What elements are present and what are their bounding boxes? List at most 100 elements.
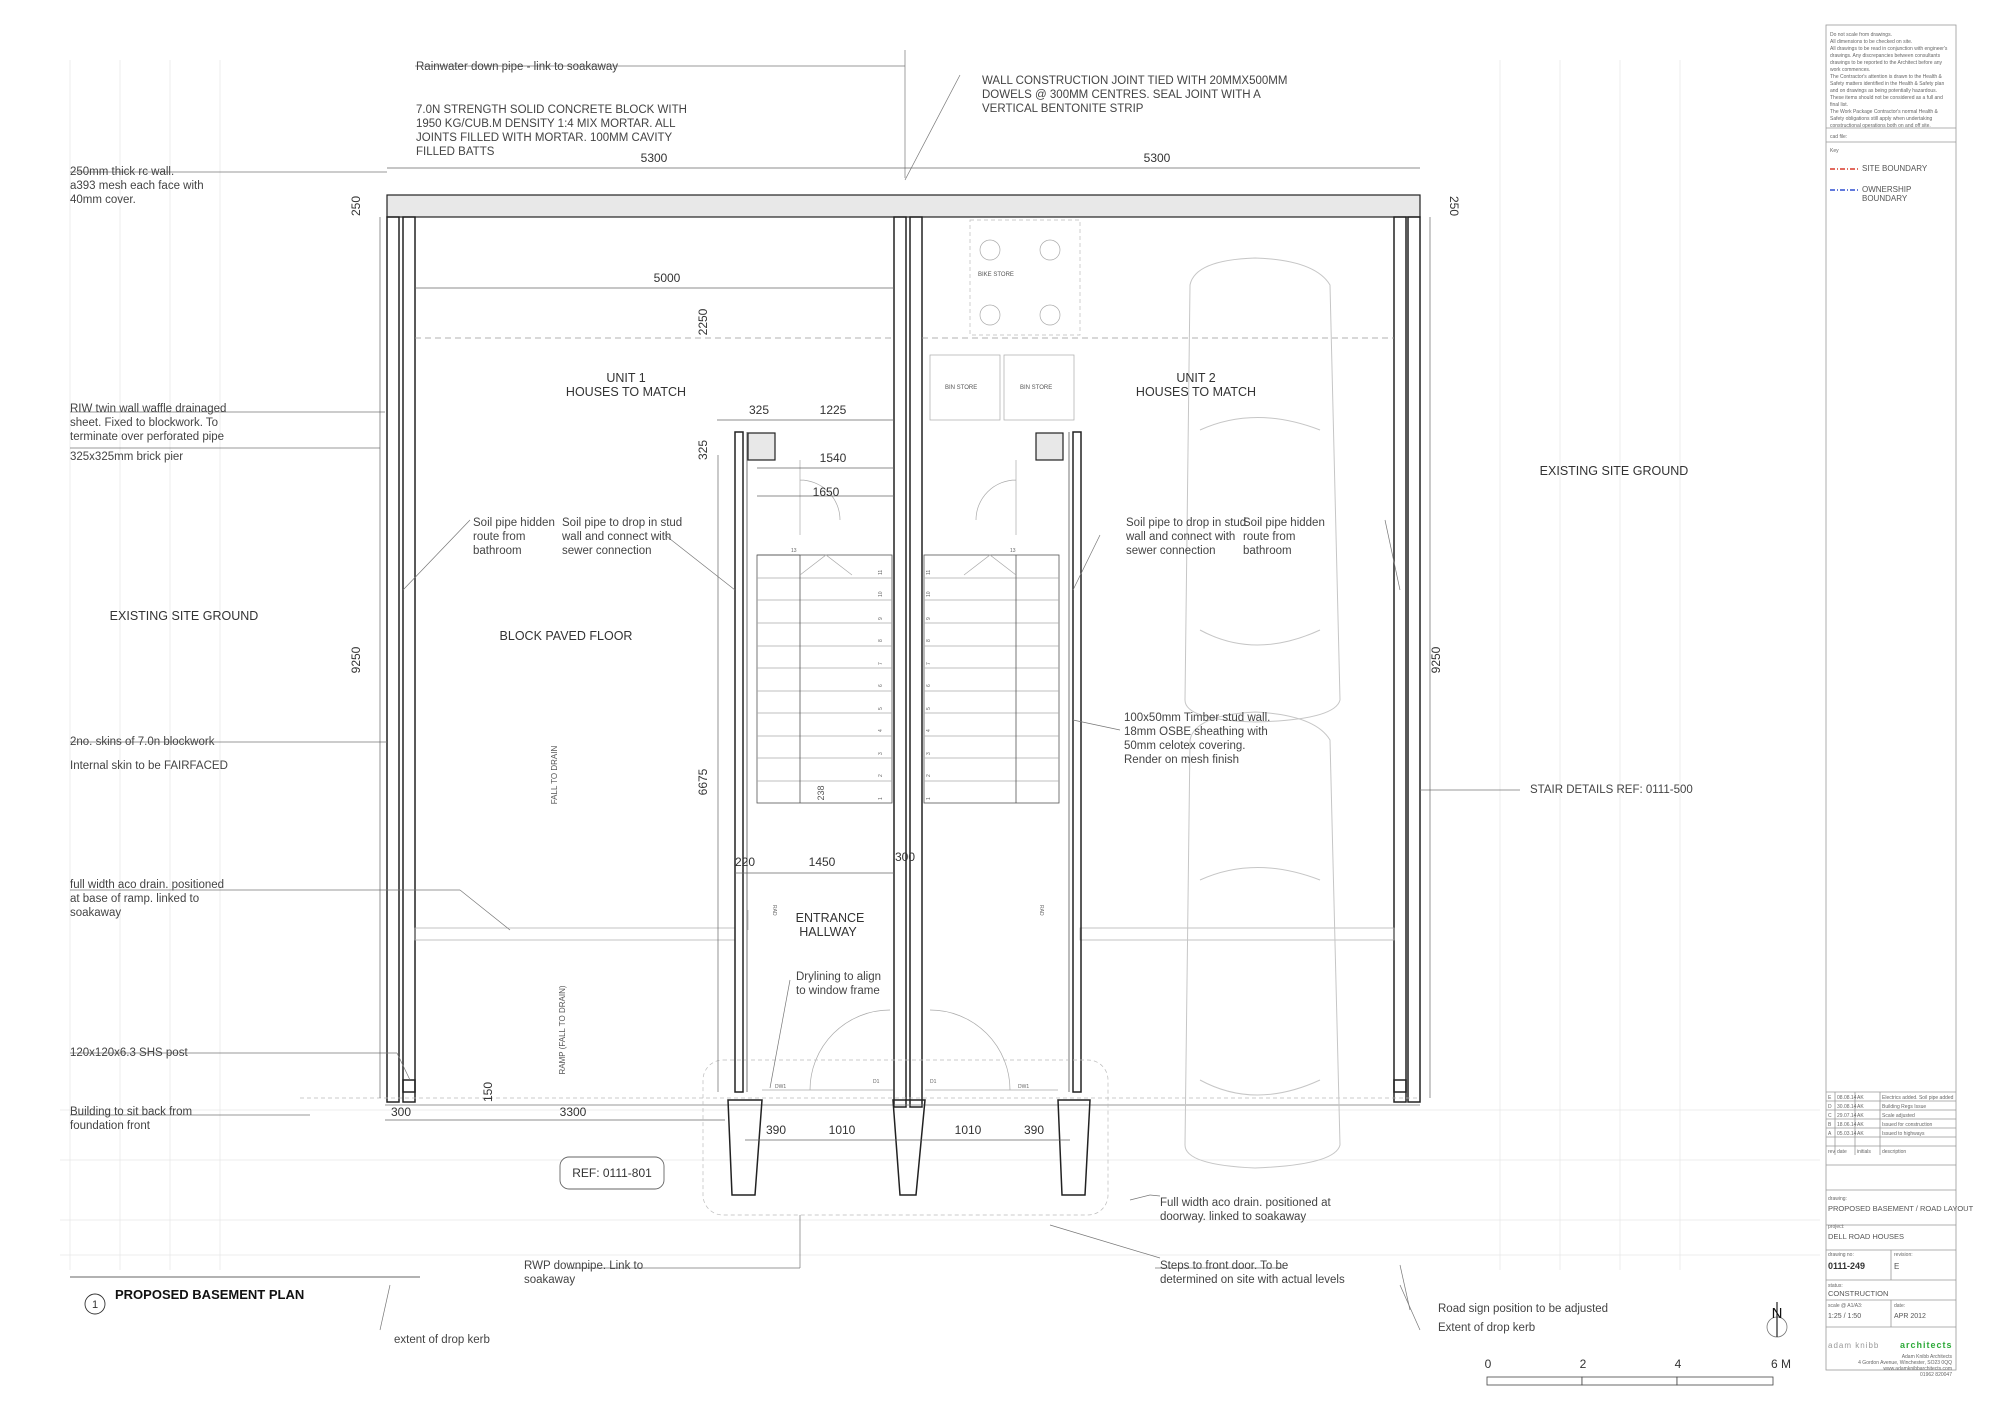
svg-text:AK: AK xyxy=(1857,1122,1864,1128)
drawing-no-label: drawing no: xyxy=(1828,1252,1854,1258)
step-number: 4 xyxy=(878,729,884,732)
step-number: 11 xyxy=(926,570,932,575)
annotation-notes: Rainwater down pipe - link to soakaway 7… xyxy=(70,61,1693,1346)
firm-name-grey: adam knibb xyxy=(1828,1341,1879,1350)
firm-name-green: architects xyxy=(1900,1340,1953,1350)
joint-note-line-2: DOWELS @ 300MM CENTRES. SEAL JOINT WITH … xyxy=(982,89,1261,101)
block-spec-line-3: JOINTS FILLED WITH MORTAR. 100MM CAVITY xyxy=(416,132,673,144)
riw-note-3: terminate over perforated pipe xyxy=(70,431,224,443)
unit-2-sub: HOUSES TO MATCH xyxy=(1136,385,1256,399)
svg-text:AK: AK xyxy=(1857,1095,1864,1101)
dim-9250-right: 9250 xyxy=(1429,646,1443,673)
step-13-right: 13 xyxy=(1010,548,1016,554)
general-notes: Do not scale from drawings. All dimensio… xyxy=(1830,32,1948,129)
blockwork-note-1: 2no. skins of 7.0n blockwork xyxy=(70,736,215,748)
rc-wall-note-2: a393 mesh each face with xyxy=(70,180,204,192)
svg-text:A: A xyxy=(1828,1131,1832,1137)
soil-hidden-left-1: Soil pipe hidden xyxy=(473,517,555,529)
view-number: 1 xyxy=(92,1299,98,1311)
step-number: 7 xyxy=(878,662,884,665)
svg-text:Building Regs Issue: Building Regs Issue xyxy=(1882,1104,1926,1110)
soil-hidden-right-1: Soil pipe hidden xyxy=(1243,517,1325,529)
hallway-label: HALLWAY xyxy=(799,925,857,939)
ramp-label: RAMP (FALL TO DRAIN) xyxy=(558,985,567,1074)
front-steps xyxy=(702,1059,1109,1216)
dimension-text: 5300 5300 250 250 5000 2250 325 1225 325… xyxy=(349,151,1461,1137)
car-outlines xyxy=(1184,257,1341,1169)
title-block: Do not scale from drawings. All dimensio… xyxy=(1825,24,1974,1378)
dim-325-a: 325 xyxy=(749,403,769,417)
svg-text:01962 820047: 01962 820047 xyxy=(1920,1372,1952,1378)
svg-text:AK: AK xyxy=(1857,1104,1864,1110)
gen-note: The Contractor's attention is drawn to t… xyxy=(1830,74,1943,80)
dim-1540: 1540 xyxy=(820,451,847,465)
cad-file-label: cad file: xyxy=(1830,134,1847,140)
north-label: N xyxy=(1772,1305,1783,1322)
gen-note: drawings to be reported to the Architect… xyxy=(1830,60,1943,66)
step-number: 3 xyxy=(926,752,932,755)
dim-300-mid: 300 xyxy=(895,850,915,864)
soil-drop-left-3: sewer connection xyxy=(562,545,652,557)
dim-5300-right: 5300 xyxy=(1144,151,1171,165)
gen-note: All drawings to be read in conjunction w… xyxy=(1830,46,1948,52)
dim-1225: 1225 xyxy=(820,403,847,417)
fall-to-drain-label: FALL TO DRAIN xyxy=(550,746,559,805)
soil-hidden-right-2: route from xyxy=(1243,531,1295,543)
step-number: 7 xyxy=(926,662,932,665)
stair-unit-1 xyxy=(756,554,893,804)
dim-5000: 5000 xyxy=(654,271,681,285)
stair-ref-note: STAIR DETAILS REF: 0111-500 xyxy=(1530,784,1693,796)
dim-3300: 3300 xyxy=(560,1105,587,1119)
step-number: 6 xyxy=(926,684,932,687)
scale-bar: 0 2 4 6 M xyxy=(1485,1357,1791,1386)
soil-drop-right-1: Soil pipe to drop in stud xyxy=(1126,517,1246,529)
rwp-note-1: RWP downpipe. Link to xyxy=(524,1260,643,1272)
aco-door-note-2: doorway. linked to soakaway xyxy=(1160,1211,1306,1223)
step-number: 11 xyxy=(878,570,884,575)
steps-note-2: determined on site with actual levels xyxy=(1160,1274,1345,1286)
drop-kerb-note: extent of drop kerb xyxy=(394,1334,490,1346)
joint-note-line-3: VERTICAL BENTONITE STRIP xyxy=(982,103,1144,115)
dw1-right: DW1 xyxy=(1018,1084,1029,1090)
shs-post-note: 120x120x6.3 SHS post xyxy=(70,1047,188,1059)
dw1-left: DW1 xyxy=(775,1084,786,1090)
svg-text:29.07.14: 29.07.14 xyxy=(1837,1113,1857,1119)
block-paved-label: BLOCK PAVED FLOOR xyxy=(500,629,633,643)
bike-store-label: BIKE STORE xyxy=(978,272,1014,278)
soil-drop-left-1: Soil pipe to drop in stud xyxy=(562,517,682,529)
rwp-note-2: soakaway xyxy=(524,1274,575,1286)
svg-text:30.08.14: 30.08.14 xyxy=(1837,1104,1857,1110)
scale-6m: 6 M xyxy=(1771,1357,1791,1371)
dim-1010-right: 1010 xyxy=(955,1123,982,1137)
dim-1650: 1650 xyxy=(813,485,840,499)
dim-390-left: 390 xyxy=(766,1123,786,1137)
revision-table: E 08.08.14 AK Electrics added. Soil pipe… xyxy=(1826,1092,1956,1155)
riw-note-2: sheet. Fixed to blockwork. To xyxy=(70,417,218,429)
bin-store-1-label: BIN STORE xyxy=(945,385,977,391)
dim-390-right: 390 xyxy=(1024,1123,1044,1137)
aco-note-2: at base of ramp. linked to xyxy=(70,893,199,905)
leader-lines xyxy=(70,50,1520,1331)
timber-note-3: 50mm celotex covering. xyxy=(1124,740,1245,752)
soil-drop-right-3: sewer connection xyxy=(1126,545,1216,557)
gen-note: constructional operations both on and of… xyxy=(1830,123,1931,129)
soil-drop-left-2: wall and connect with xyxy=(561,531,671,543)
d1-left: D1 xyxy=(873,1079,880,1085)
joint-note-line-1: WALL CONSTRUCTION JOINT TIED WITH 20MMX5… xyxy=(982,75,1287,87)
stair-step-numbers: 1 2 3 4 5 6 7 8 9 10 11 1 2 3 4 5 6 7 8 … xyxy=(878,570,932,800)
step-number: 5 xyxy=(926,707,932,710)
svg-text:rev: rev xyxy=(1828,1149,1835,1155)
key-site-boundary: SITE BOUNDARY xyxy=(1862,164,1928,173)
step-number: 2 xyxy=(878,774,884,777)
svg-text:E: E xyxy=(1828,1095,1832,1101)
key-ownership-2: BOUNDARY xyxy=(1862,194,1908,203)
status-label: status: xyxy=(1828,1283,1843,1289)
date-value: APR 2012 xyxy=(1894,1313,1926,1320)
dim-300-left: 300 xyxy=(391,1105,411,1119)
soil-drop-right-2: wall and connect with xyxy=(1125,531,1235,543)
svg-text:08.08.14: 08.08.14 xyxy=(1837,1095,1857,1101)
key-label: Key xyxy=(1830,148,1839,154)
dim-2250: 2250 xyxy=(696,308,710,335)
scale-4: 4 xyxy=(1675,1357,1682,1371)
